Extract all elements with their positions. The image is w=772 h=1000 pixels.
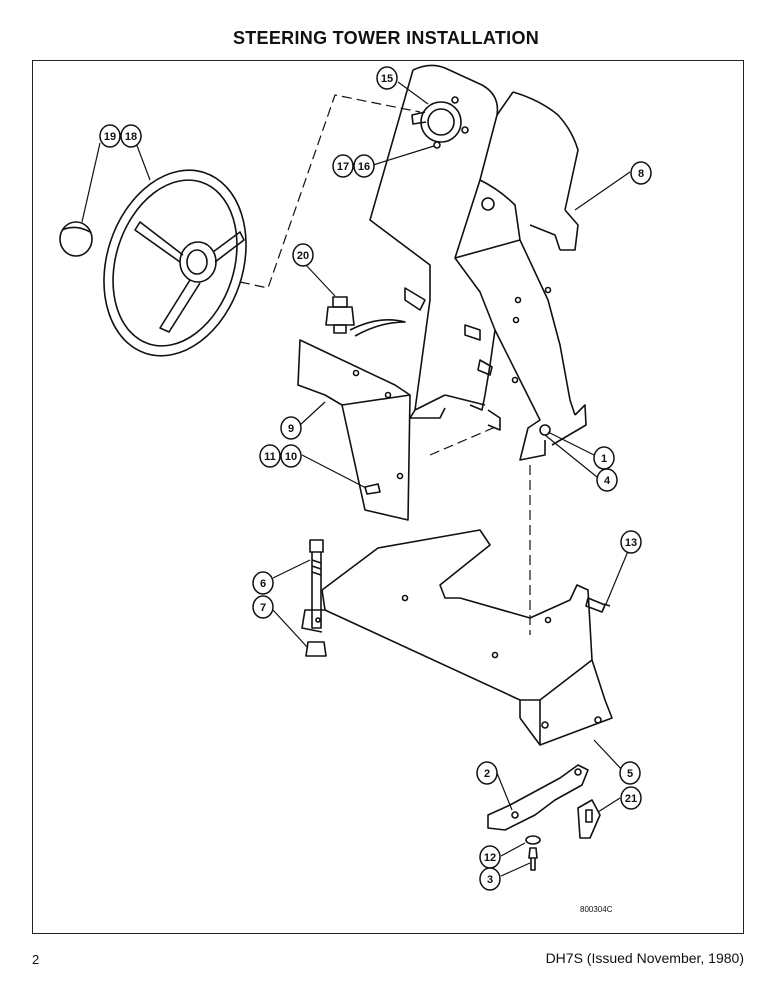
callout-19: 19 [99,124,121,148]
svg-text:11: 11 [264,451,276,463]
leader-lines [81,81,632,877]
lower-bar [487,764,589,831]
svg-text:8: 8 [638,168,644,180]
washer-and-bolt [525,835,541,871]
callout-18: 18 [120,124,142,148]
callout-15: 15 [376,66,398,90]
svg-text:2: 2 [484,768,490,780]
callout-2: 2 [476,761,498,785]
clip [577,799,601,839]
svg-text:1: 1 [601,453,607,465]
page-number: 2 [32,952,40,967]
callout-11: 11 [259,444,281,468]
svg-text:6: 6 [260,578,266,590]
callout-4: 4 [596,468,618,492]
svg-text:15: 15 [381,73,393,85]
callout-5: 5 [619,761,641,785]
svg-text:4: 4 [604,475,611,487]
document-reference: DH7S (Issued November, 1980) [545,950,744,966]
bolt-side [585,597,611,613]
svg-text:13: 13 [625,537,637,549]
svg-text:16: 16 [358,161,370,173]
grease-fitting [325,296,406,337]
callout-1: 1 [593,446,615,470]
callout-17: 17 [332,154,354,178]
steering-tower [369,64,587,461]
svg-text:21: 21 [625,793,637,805]
callout-12: 12 [479,845,501,869]
page-title: STEERING TOWER INSTALLATION [232,28,540,48]
svg-text:17: 17 [337,161,349,173]
callout-16: 16 [353,154,375,178]
svg-text:3: 3 [487,874,493,886]
svg-text:5: 5 [627,768,633,780]
callout-3: 3 [479,867,501,891]
bolt-and-nut [305,539,327,657]
svg-text:18: 18 [125,131,137,143]
svg-text:9: 9 [288,423,294,435]
callout-20: 20 [292,243,314,267]
drawing-number: 800304C [580,905,613,914]
svg-text:10: 10 [285,451,297,463]
callout-21: 21 [620,786,642,810]
base-bracket [301,529,613,746]
callout-bubbles: 19 18 15 17 16 8 20 9 11 10 1 4 13 6 7 2… [99,66,652,891]
side-plate [297,339,411,521]
svg-text:20: 20 [297,250,309,262]
callout-7: 7 [252,595,274,619]
steering-wheel [103,169,247,357]
callout-9: 9 [280,416,302,440]
callout-13: 13 [620,530,642,554]
callout-8: 8 [630,161,652,185]
svg-text:12: 12 [484,852,496,864]
callout-10: 10 [280,444,302,468]
illustration-frame [32,60,744,934]
svg-text:19: 19 [104,131,116,143]
callout-6: 6 [252,571,274,595]
svg-text:7: 7 [260,602,266,614]
horn-cap [59,221,93,257]
